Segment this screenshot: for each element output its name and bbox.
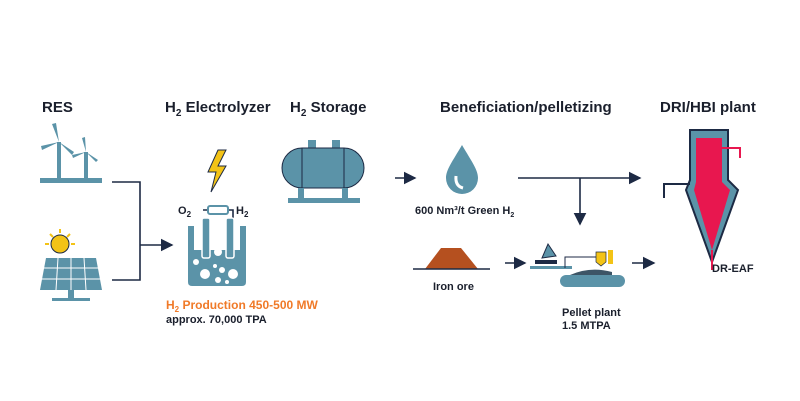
heading-electrolyzer: H2 Electrolyzer — [165, 99, 271, 119]
capacity-label: approx. 70,000 TPA — [166, 314, 267, 326]
heading-beneficiation: Beneficiation/pelletizing — [440, 99, 612, 116]
solar-panel-icon — [40, 229, 102, 301]
hydrogen-tank-icon — [281, 140, 365, 203]
h2-label: H2 — [236, 205, 249, 219]
production-label: H2 Production 450-500 MW — [166, 298, 318, 314]
pellet-plant-label: Pellet plant — [562, 307, 621, 319]
heading-res: RES — [42, 99, 73, 116]
pellet-plant-capacity: 1.5 MTPA — [562, 320, 611, 332]
electrolyzer-icon — [188, 205, 246, 286]
lightning-icon — [207, 149, 227, 193]
res-connector — [112, 181, 141, 281]
shaft-furnace-icon — [663, 129, 741, 270]
o2-label: O2 — [178, 205, 192, 219]
heading-dri: DRI/HBI plant — [660, 99, 756, 116]
heading-storage: H2 Storage — [290, 99, 366, 119]
hydrogen-drop-icon — [446, 145, 478, 194]
iron-ore-label: Iron ore — [433, 281, 474, 293]
pellet-plant-icon — [530, 242, 625, 287]
dr-eaf-label: DR-EAF — [712, 263, 754, 275]
iron-ore-icon — [425, 248, 478, 269]
hydrogen-label: 600 Nm³/t Green H2 — [415, 205, 514, 219]
wind-turbine-icon — [40, 123, 102, 183]
